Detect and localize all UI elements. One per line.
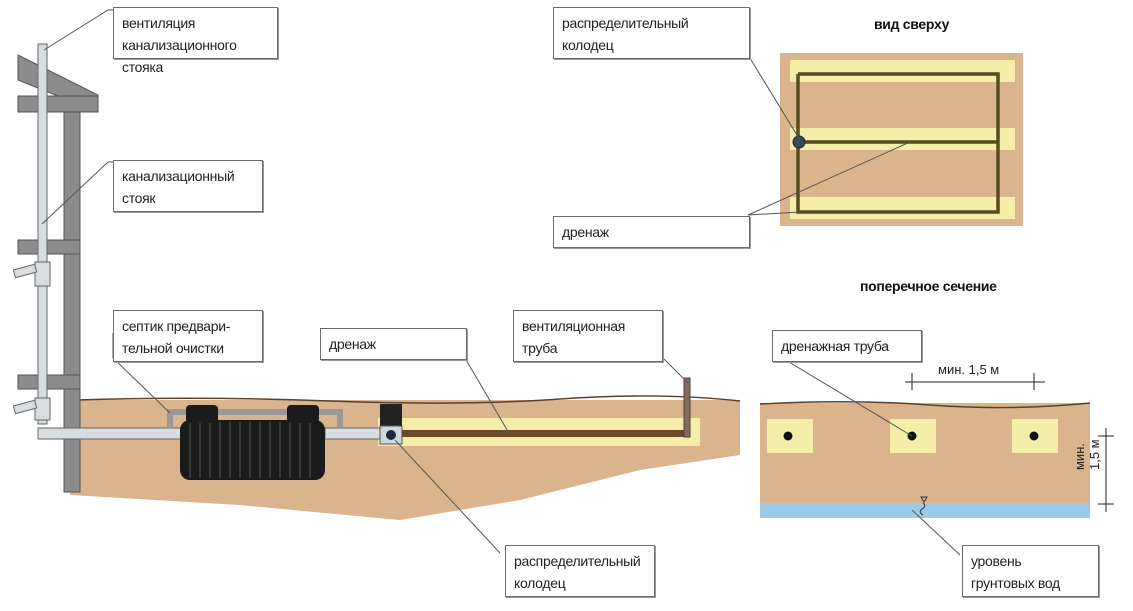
label-groundwater: уровень грунтовых вод	[962, 545, 1099, 597]
overflow-pipe	[167, 409, 343, 428]
dimension-depth: мин. 1,5 м	[1072, 439, 1102, 470]
riser-branch-1	[12, 263, 38, 279]
vent-pipe	[683, 377, 691, 438]
label-sewer-riser: канализационный стояк	[113, 160, 263, 212]
label-drainage-main: дренаж	[320, 328, 467, 360]
dimension-spacing: мин. 1,5 м	[938, 362, 1000, 377]
label-septic-tank: септик предвари- тельной очистки	[113, 310, 263, 362]
label-drain-pipe: дренажная труба	[772, 330, 922, 362]
sewer-riser-pipe	[37, 43, 48, 425]
label-distribution-well-top: распределительный колодец	[553, 7, 750, 59]
heading-cross-section: поперечное сечение	[860, 278, 997, 294]
distribution-well	[379, 404, 403, 445]
septic-tank	[180, 405, 325, 480]
house-structure	[17, 54, 99, 493]
label-drainage-top: дренаж	[553, 216, 750, 248]
dimension-lines	[905, 373, 1114, 512]
outlet-pipe	[37, 427, 189, 440]
label-vent-riser: вентиляция канализационного стояка	[113, 7, 278, 75]
riser-branch-2	[12, 399, 38, 415]
riser-fitting-1	[34, 261, 51, 287]
tank-to-well-pipe	[324, 427, 386, 440]
label-vent-pipe: вентиляционная труба	[513, 310, 663, 362]
heading-top-view: вид сверху	[874, 16, 950, 32]
label-distribution-well-bottom: распределительный колодец	[505, 545, 655, 597]
cross-section	[759, 400, 1091, 518]
drainage-pipe	[402, 430, 690, 437]
riser-fitting-2	[34, 397, 51, 421]
ground-surface-line	[77, 395, 741, 404]
top-view-plan	[780, 53, 1023, 226]
